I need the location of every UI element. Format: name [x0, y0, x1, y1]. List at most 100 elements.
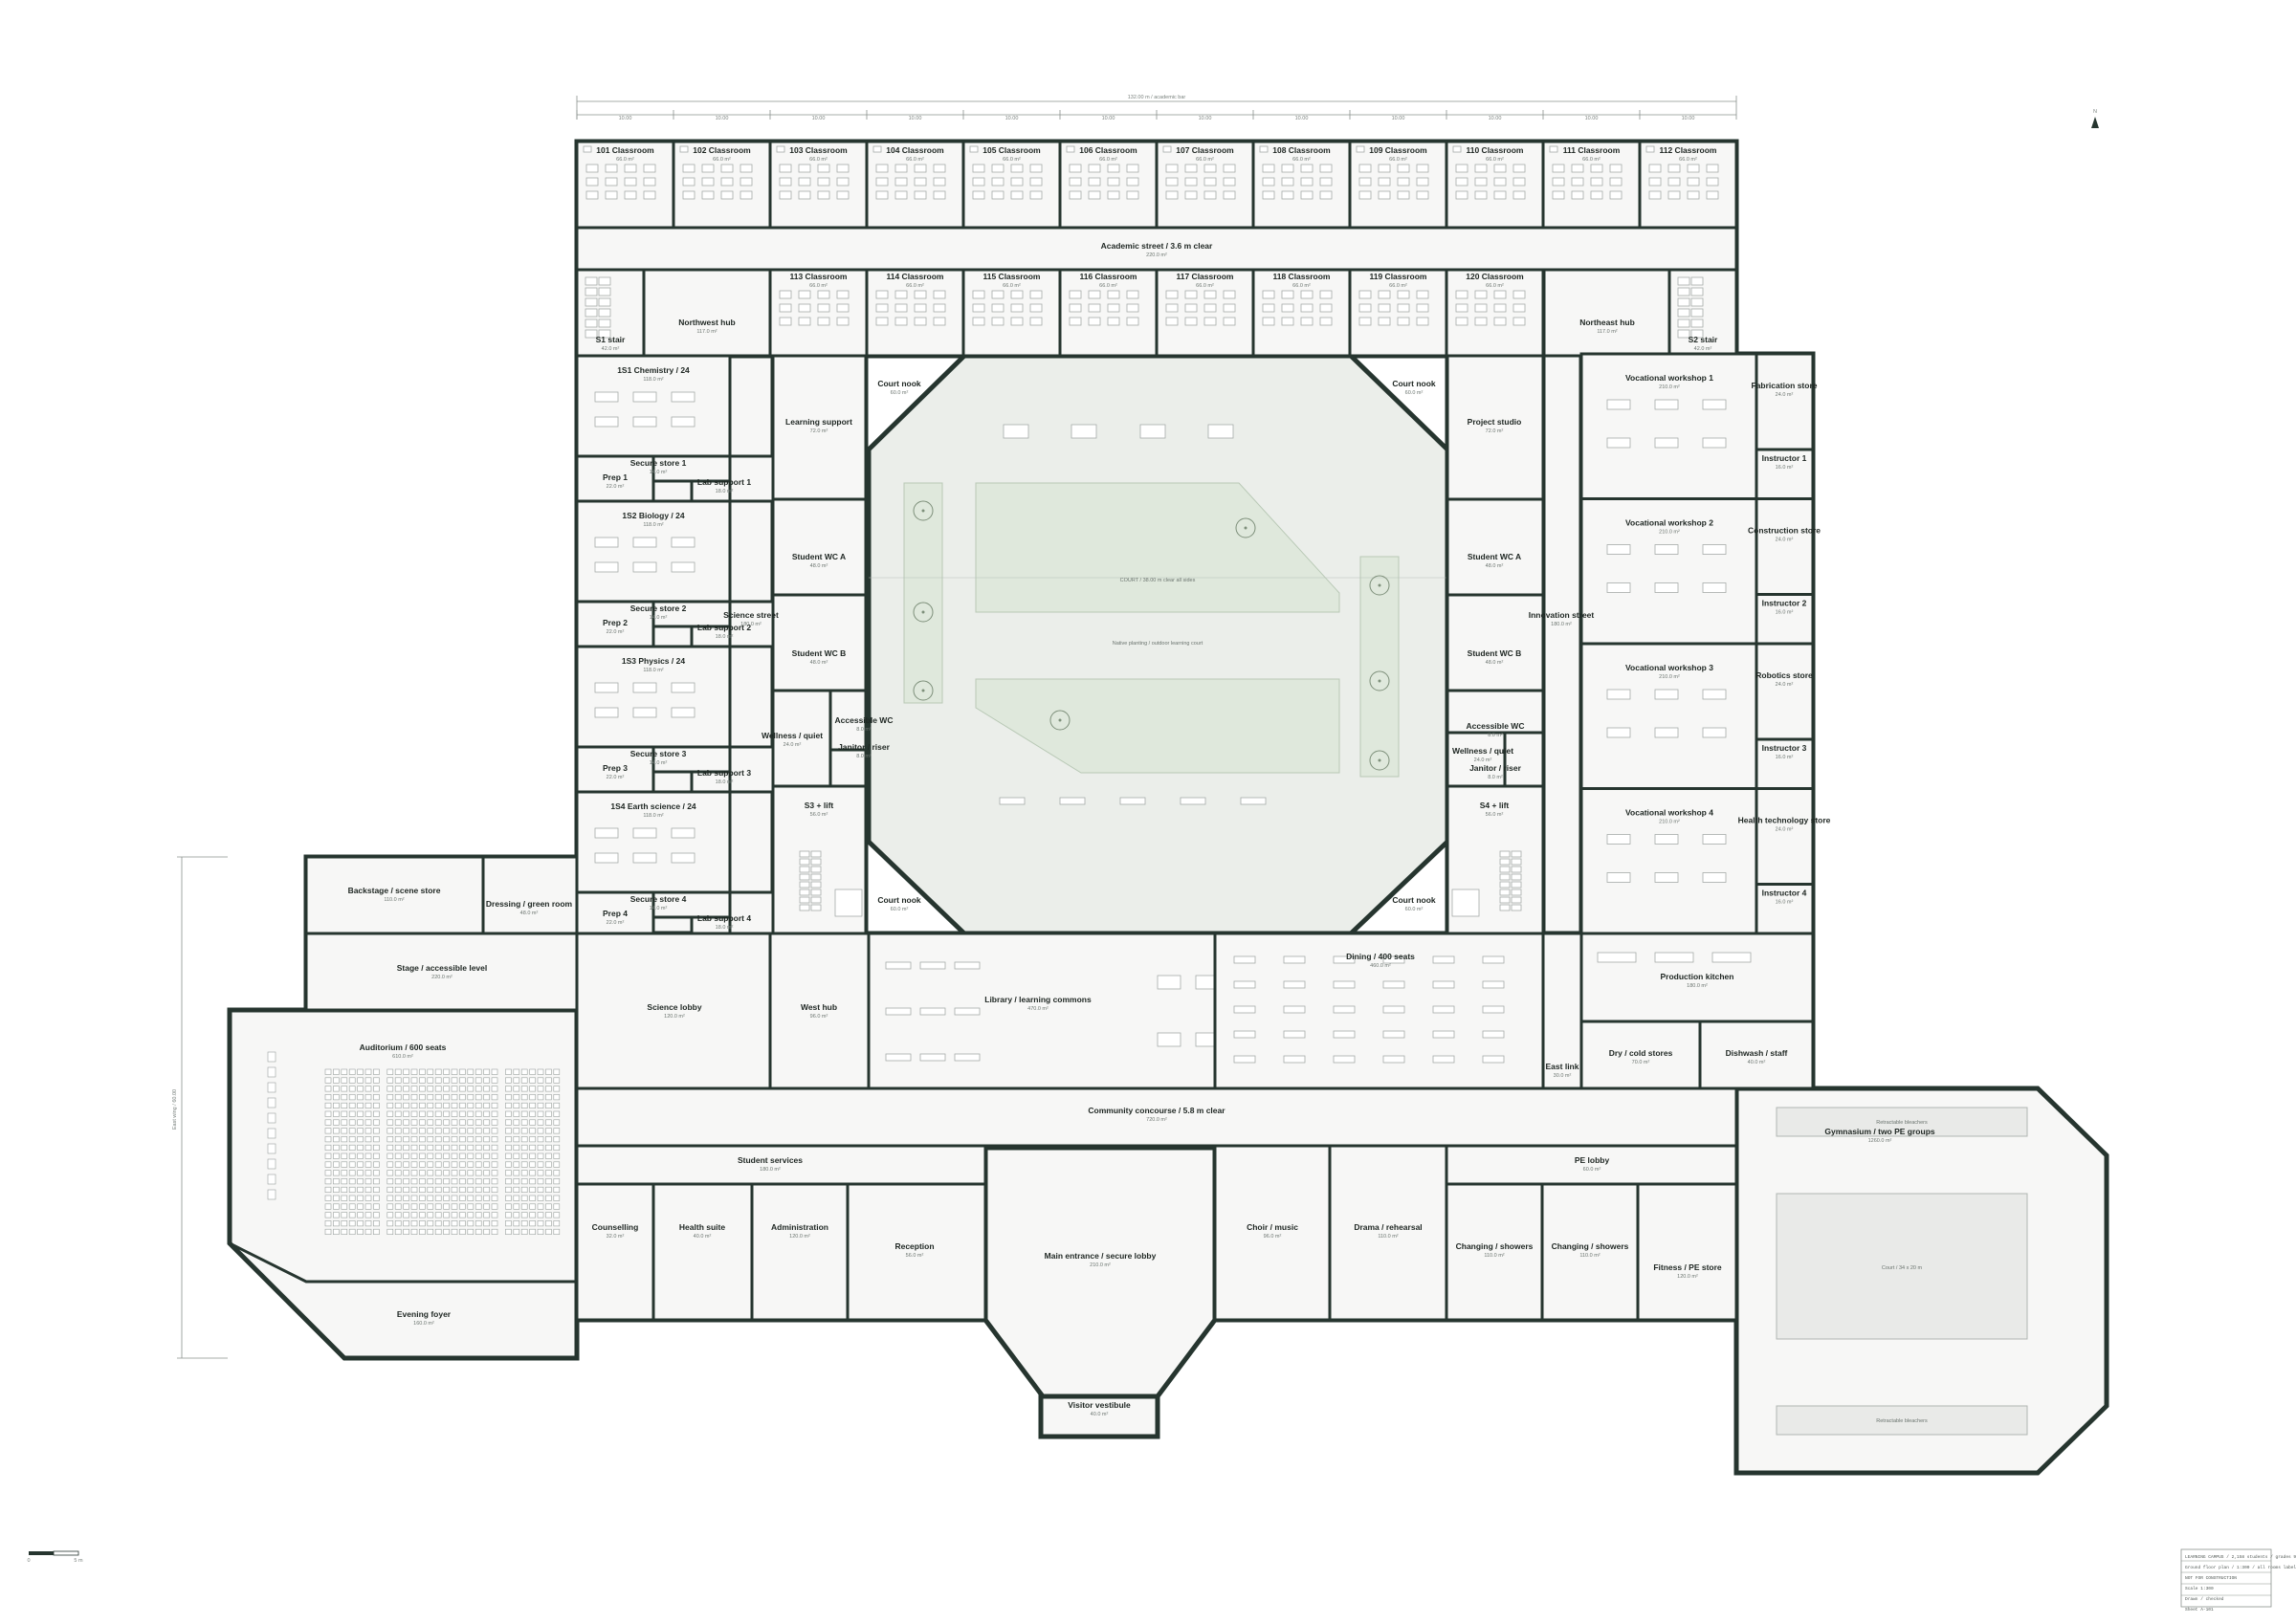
auditorium-seat — [529, 1144, 536, 1151]
auditorium-seat — [364, 1144, 372, 1151]
auditorium-seat — [475, 1068, 482, 1075]
classroom-desk — [1069, 290, 1082, 299]
auditorium-seat — [394, 1102, 402, 1108]
auditorium-seat — [491, 1203, 498, 1210]
auditorium-seat — [545, 1119, 552, 1126]
auditorium-seat — [427, 1110, 434, 1117]
auditorium-seat — [410, 1152, 418, 1159]
classroom-desk — [779, 303, 792, 313]
classroom-desk — [894, 177, 908, 187]
auditorium-seat — [553, 1068, 561, 1075]
auditorium-seat — [419, 1144, 426, 1151]
auditorium-seat — [475, 1119, 482, 1126]
auditorium-seat — [491, 1152, 498, 1159]
classroom-desk — [779, 190, 792, 200]
auditorium-seat — [434, 1144, 442, 1151]
auditorium-seat — [364, 1170, 372, 1176]
lift-icon — [834, 889, 863, 917]
auditorium-seat — [475, 1110, 482, 1117]
tree-icon — [1369, 575, 1390, 596]
classroom-desk — [1029, 177, 1043, 187]
auditorium-seat — [459, 1195, 466, 1201]
auditorium-seat — [427, 1212, 434, 1218]
auditorium-seat — [537, 1119, 544, 1126]
classroom-desk — [1552, 164, 1565, 173]
stair-tread — [585, 297, 598, 307]
auditorium-seat — [537, 1144, 544, 1151]
stair-tread — [1690, 318, 1704, 328]
classroom-desk — [933, 164, 946, 173]
workshop-2-area: 210.0 m² — [1659, 530, 1680, 536]
classroom-desk — [643, 190, 656, 200]
auditorium-seat — [394, 1195, 402, 1201]
auditorium-seat — [373, 1170, 380, 1176]
prep-1-area: 22.0 m² — [607, 484, 625, 490]
kitchen-counter — [1654, 952, 1694, 963]
classroom-desk — [1010, 190, 1024, 200]
classroom-desk — [1455, 177, 1468, 187]
auditorium-seat — [348, 1068, 356, 1075]
secure-store-4-label: Secure store 4 — [630, 894, 687, 904]
dining-table — [1283, 980, 1306, 989]
auditorium-seat — [373, 1128, 380, 1134]
lab-bench — [632, 416, 657, 428]
auditorium-seat — [348, 1170, 356, 1176]
dining-table — [1482, 1005, 1505, 1014]
auditorium-seat — [545, 1102, 552, 1108]
classroom-desk — [1165, 317, 1179, 326]
auditorium-seat — [410, 1195, 418, 1201]
auditorium-seat — [443, 1136, 450, 1143]
auditorium-seat — [348, 1220, 356, 1227]
classroom-desk — [1455, 317, 1468, 326]
auditorium-seat — [419, 1220, 426, 1227]
auditorium-seat — [341, 1170, 348, 1176]
auditorium-seat — [333, 1203, 340, 1210]
classroom-110-label: 110 Classroom — [1466, 145, 1523, 155]
s4-lift-label: S4 + lift — [1480, 801, 1510, 810]
classroom-desk — [914, 190, 927, 200]
lab-bench — [594, 707, 619, 718]
classroom-105-area: 66.0 m² — [1003, 157, 1021, 163]
classroom-desk — [1223, 177, 1236, 187]
auditorium-seat — [357, 1195, 364, 1201]
auditorium-seat — [324, 1212, 332, 1218]
classroom-desk — [933, 303, 946, 313]
auditorium-seat — [341, 1068, 348, 1075]
classroom-desk — [1358, 177, 1372, 187]
reception-area: 56.0 m² — [906, 1253, 924, 1259]
auditorium-seat — [505, 1178, 512, 1185]
stair-tread — [585, 287, 598, 296]
classroom-desk — [1512, 290, 1526, 299]
stair-tread — [598, 329, 611, 339]
auditorium-seat — [324, 1178, 332, 1185]
auditorium-seat — [520, 1178, 528, 1185]
auditorium-seat — [451, 1102, 458, 1108]
production-kitchen — [1579, 932, 1815, 1023]
auditorium-seat — [434, 1094, 442, 1101]
auditorium-seat — [324, 1086, 332, 1092]
auditorium-seat — [459, 1152, 466, 1159]
fitness — [1636, 1182, 1738, 1322]
auditorium-seat — [324, 1152, 332, 1159]
classroom-desk — [972, 290, 985, 299]
auditorium-seat — [529, 1228, 536, 1235]
auditorium-seat — [443, 1170, 450, 1176]
classroom-110-area: 66.0 m² — [1486, 157, 1504, 163]
workbench — [1702, 689, 1727, 700]
classroom-desk — [585, 177, 599, 187]
auditorium-seat — [443, 1220, 450, 1227]
lab-bench — [671, 391, 695, 403]
classroom-desk — [1262, 190, 1275, 200]
auditorium-seat — [341, 1195, 348, 1201]
module-dim-text: 10.00 — [1489, 116, 1502, 121]
auditorium-seat — [513, 1161, 520, 1168]
auditorium-seat — [357, 1068, 364, 1075]
library-table — [954, 1007, 981, 1016]
auditorium-seat — [491, 1102, 498, 1108]
workbench — [1606, 689, 1631, 700]
auditorium-seat — [491, 1119, 498, 1126]
auditorium-seat — [467, 1110, 475, 1117]
auditorium-seat — [443, 1102, 450, 1108]
learning-support-label: Learning support — [785, 417, 852, 427]
classroom-desk — [798, 164, 811, 173]
